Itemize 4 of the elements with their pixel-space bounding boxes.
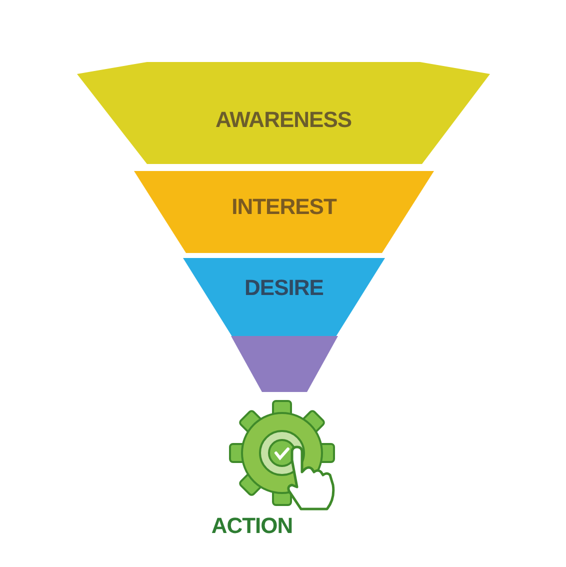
stage-label: AWARENESS — [215, 106, 352, 133]
stage-label: INTEREST — [232, 194, 336, 220]
action-label: ACTION — [211, 512, 293, 539]
stage-label: DESIRE — [244, 274, 324, 301]
